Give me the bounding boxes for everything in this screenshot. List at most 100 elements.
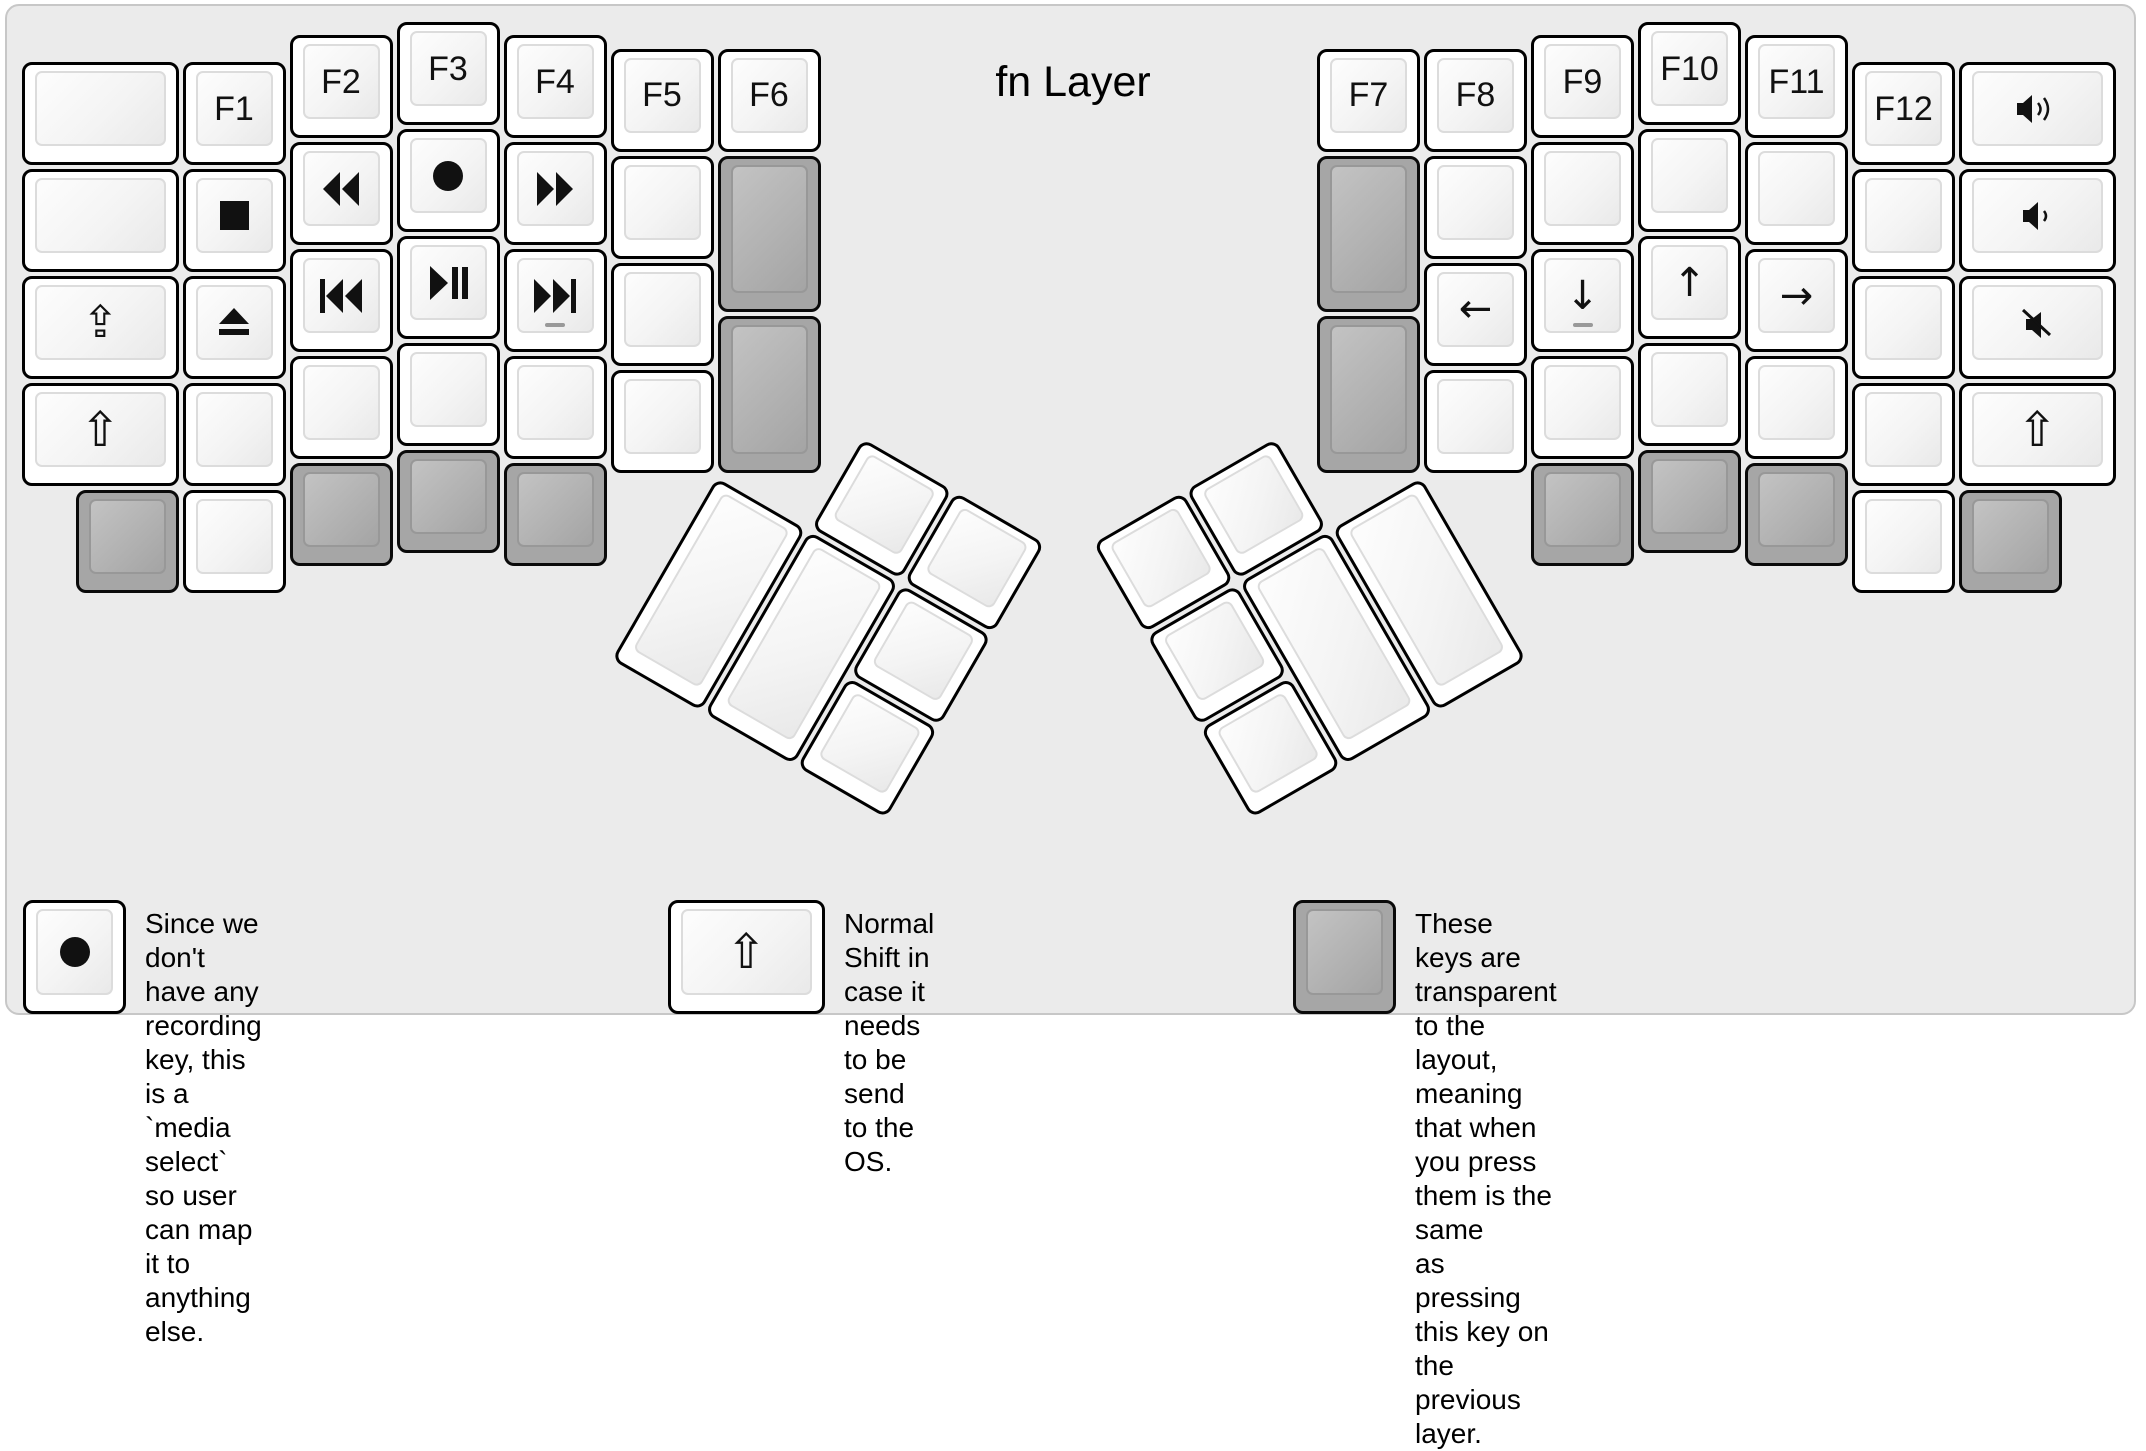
key-blank[interactable] — [289, 356, 393, 460]
key-fast-forward[interactable] — [503, 142, 607, 246]
key-f6[interactable]: F6 — [717, 48, 821, 152]
key-shift[interactable]: ⇧ — [1959, 383, 2116, 487]
key-transparent[interactable] — [289, 463, 393, 567]
keytop — [1972, 499, 2049, 575]
key-f2[interactable]: F2 — [289, 35, 393, 139]
key-blank[interactable] — [1852, 276, 1955, 380]
key-arrow-up[interactable]: ↑ — [1638, 236, 1741, 339]
key-f7-label: F7 — [1348, 76, 1389, 115]
key-blank[interactable] — [1638, 343, 1741, 446]
keytop — [1437, 57, 1514, 133]
key-f5[interactable]: F5 — [610, 48, 714, 152]
key-blank[interactable] — [1638, 129, 1741, 232]
keytop — [1651, 352, 1728, 427]
key-f1[interactable]: F1 — [182, 62, 286, 166]
keytop — [623, 378, 701, 454]
next-track-icon — [533, 278, 577, 314]
key-f10-label: F10 — [1660, 49, 1719, 88]
legend-key-transparent — [1293, 900, 1396, 1014]
key-prev-track[interactable] — [289, 249, 393, 353]
key-arrow-right[interactable]: → — [1745, 249, 1848, 353]
key-blank[interactable] — [1424, 369, 1527, 473]
key-f11[interactable]: F11 — [1745, 35, 1848, 139]
volume-down-icon — [2021, 200, 2053, 232]
keytop — [623, 164, 701, 240]
key-record[interactable] — [396, 129, 500, 232]
key-transparent[interactable] — [1531, 463, 1634, 567]
key-blank[interactable] — [1531, 142, 1634, 246]
key-transparent[interactable] — [1638, 450, 1741, 553]
key-blank[interactable] — [503, 356, 607, 460]
key-blank[interactable] — [610, 155, 714, 259]
keytop — [1162, 598, 1267, 703]
key-f2-label: F2 — [321, 62, 361, 101]
key-blank[interactable] — [1745, 356, 1848, 460]
key-play-pause[interactable] — [396, 236, 500, 339]
key-f12[interactable]: F12 — [1852, 62, 1955, 166]
key-transparent[interactable] — [503, 463, 607, 567]
keytop — [1865, 392, 1942, 468]
play-pause-icon — [428, 265, 468, 301]
layer-title: fn Layer — [995, 58, 1151, 106]
key-transparent-tall[interactable] — [717, 316, 821, 473]
key-rewind[interactable] — [289, 142, 393, 246]
legend-item-text: These keys are transparent to the layout… — [1415, 908, 1557, 1449]
key-f10[interactable]: F10 — [1638, 22, 1741, 125]
key-blank[interactable] — [610, 369, 714, 473]
key-blank[interactable] — [182, 383, 286, 487]
key-volume-down[interactable] — [1959, 169, 2116, 273]
keytop — [35, 71, 166, 147]
key-blank[interactable] — [182, 490, 286, 594]
key-shift[interactable]: ⇧ — [22, 383, 179, 487]
key-eject[interactable] — [182, 276, 286, 380]
key-transparent[interactable] — [1745, 463, 1848, 567]
key-transparent-tall[interactable] — [717, 155, 821, 313]
key-caps-shift[interactable]: ⇪ — [22, 276, 179, 380]
keytop — [1108, 506, 1214, 610]
key-f7[interactable]: F7 — [1317, 48, 1420, 152]
key-transparent[interactable] — [75, 490, 179, 594]
key-blank[interactable] — [1424, 155, 1527, 259]
key-f3[interactable]: F3 — [396, 22, 500, 125]
keytop — [409, 245, 487, 320]
key-blank[interactable] — [1745, 142, 1848, 246]
key-transparent[interactable] — [396, 450, 500, 553]
key-f4[interactable]: F4 — [503, 35, 607, 139]
key-blank[interactable] — [396, 343, 500, 446]
key-stop[interactable] — [182, 169, 286, 273]
key-blank[interactable] — [1852, 169, 1955, 273]
key-f9[interactable]: F9 — [1531, 35, 1634, 139]
keytop — [409, 31, 487, 106]
key-mute[interactable] — [1959, 276, 2116, 380]
key-volume-up[interactable] — [1959, 62, 2116, 166]
key-shift-label: ⇧ — [2017, 401, 2058, 458]
key-f8[interactable]: F8 — [1424, 48, 1527, 152]
keytop — [924, 506, 1029, 610]
keytop — [730, 164, 808, 294]
keytop — [870, 598, 976, 703]
legend-item-text: Normal Shift in case it needs to be send… — [844, 908, 935, 1177]
keytop — [1651, 138, 1728, 213]
key-arrow-left[interactable]: ← — [1424, 262, 1527, 366]
key-blank[interactable] — [1852, 490, 1955, 594]
prev-track-icon — [319, 278, 363, 314]
key-blank[interactable] — [22, 169, 179, 273]
key-arrow-down[interactable]: ↓ — [1531, 249, 1634, 353]
key-blank[interactable] — [610, 262, 714, 366]
legend-key-shift: ⇧ — [668, 900, 825, 1014]
keytop — [1865, 71, 1942, 147]
key-transparent-tall[interactable] — [1317, 155, 1420, 313]
record-icon — [432, 160, 464, 192]
key-blank[interactable] — [1531, 356, 1634, 460]
key-next-track[interactable] — [503, 249, 607, 353]
key-blank[interactable] — [1852, 383, 1955, 487]
keytop — [1306, 909, 1383, 995]
key-shift-label: ⇧ — [80, 401, 121, 458]
keytop — [302, 151, 380, 227]
keytop — [1215, 691, 1321, 795]
keytop — [302, 472, 380, 548]
key-transparent-tall[interactable] — [1317, 316, 1420, 473]
key-transparent[interactable] — [1959, 490, 2062, 594]
key-blank[interactable] — [22, 62, 179, 166]
keytop — [623, 57, 701, 133]
